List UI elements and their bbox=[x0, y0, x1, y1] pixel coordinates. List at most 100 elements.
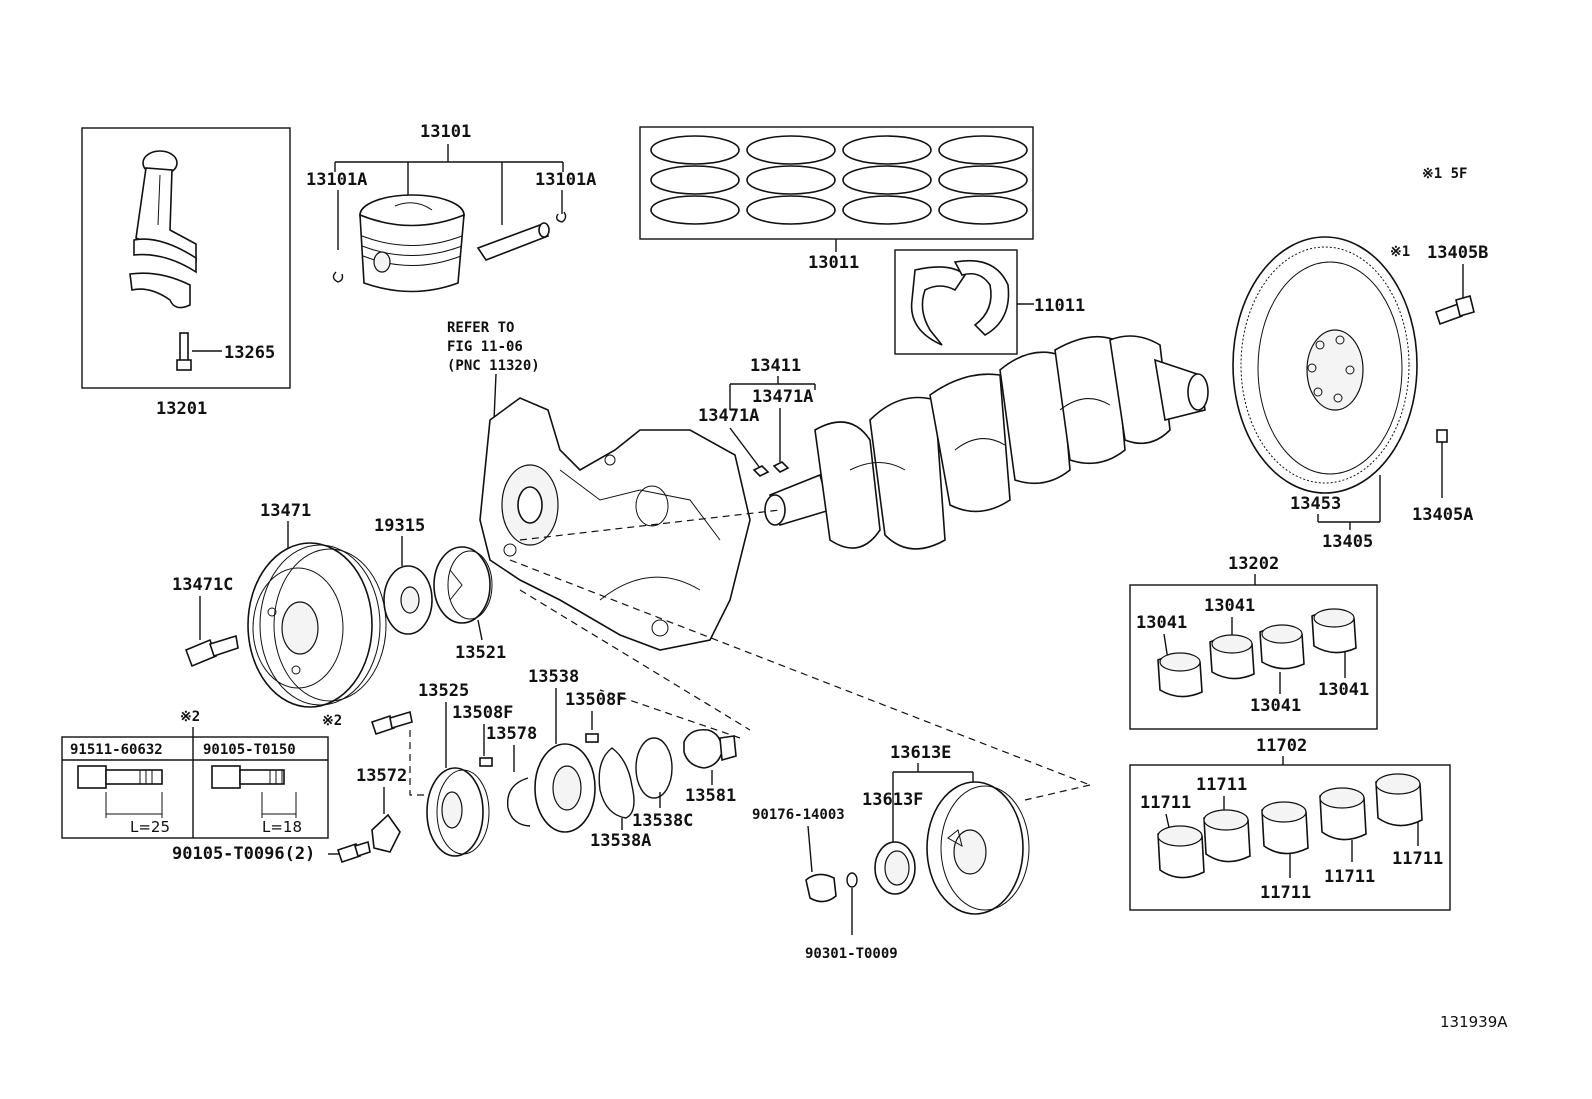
label-11702: 11702 bbox=[1256, 736, 1307, 756]
label-13508F-b: 13508F bbox=[565, 690, 626, 710]
label-90301-T0009: 90301-T0009 bbox=[805, 946, 898, 962]
label-11011: 11011 bbox=[1034, 296, 1085, 316]
label-13411: 13411 bbox=[750, 356, 801, 376]
balance-shaft-group: 13613E 13613F 90176-14003 90301-T0009 bbox=[752, 743, 1030, 962]
label-13521: 13521 bbox=[455, 643, 506, 663]
connecting-rod-icon bbox=[129, 150, 197, 309]
rod-bearing-icons bbox=[1157, 773, 1423, 879]
mark-2-side: ※2 bbox=[322, 713, 342, 729]
label-13041-d: 13041 bbox=[1318, 680, 1369, 700]
label-11711-c: 11711 bbox=[1260, 883, 1311, 903]
label-13613F: 13613F bbox=[862, 790, 923, 810]
balancer-parts-group: ※2 13525 13572 13508F 13578 13538 13508F bbox=[172, 667, 737, 864]
signal-plate-icon bbox=[383, 565, 433, 635]
crank-key-icon-2 bbox=[772, 461, 790, 473]
label-11711-a: 11711 bbox=[1140, 793, 1191, 813]
label-13405A: 13405A bbox=[1412, 505, 1473, 525]
balance-shaft-gear-icon bbox=[426, 767, 490, 857]
refer-note: REFER TO FIG 11-06 (PNC 11320) bbox=[447, 320, 540, 421]
label-13201: 13201 bbox=[156, 399, 207, 419]
bolt-90105-T0150-icon bbox=[211, 765, 297, 818]
label-13011: 13011 bbox=[808, 253, 859, 273]
pin-icon bbox=[479, 757, 493, 767]
snap-ring-icon bbox=[506, 777, 531, 827]
flywheel-pin-icon bbox=[1436, 429, 1448, 443]
label-11711-b: 11711 bbox=[1196, 775, 1247, 795]
thrust-washer-icon bbox=[910, 259, 1010, 346]
bolt-table-length-2: L=18 bbox=[262, 818, 302, 836]
label-13101A-right: 13101A bbox=[535, 170, 596, 190]
pulley-bolt-icon bbox=[184, 634, 239, 668]
oring-icon bbox=[635, 737, 673, 799]
label-13578: 13578 bbox=[486, 724, 537, 744]
label-13538A: 13538A bbox=[590, 831, 651, 851]
label-19315: 19315 bbox=[374, 516, 425, 536]
retainer-plate-icon bbox=[371, 813, 401, 853]
snap-ring-right-icon bbox=[555, 211, 567, 223]
figure-code: 131939A bbox=[1440, 1013, 1508, 1031]
bearing-sleeve-icon bbox=[874, 841, 916, 895]
main-bearing-group: 13202 13041 13041 13041 13041 bbox=[1129, 554, 1378, 730]
crankshaft-icon bbox=[764, 335, 1209, 550]
crank-sprocket-group: 19315 13521 bbox=[374, 516, 506, 663]
label-13538C: 13538C bbox=[632, 811, 693, 831]
crank-key-icon bbox=[752, 465, 770, 477]
plug-icon bbox=[805, 873, 837, 903]
oil-pump-drive-icon bbox=[683, 728, 737, 769]
label-13471C: 13471C bbox=[172, 575, 233, 595]
piston-rings-group: 13011 bbox=[639, 126, 1034, 273]
label-90105-T0096: 90105-T0096(2) bbox=[172, 844, 315, 864]
label-13041-a: 13041 bbox=[1136, 613, 1187, 633]
balance-shaft-gear-large-icon bbox=[926, 781, 1030, 915]
label-11711-e: 11711 bbox=[1392, 849, 1443, 869]
piston-icon bbox=[359, 194, 465, 293]
thrust-washer-group: 11011 bbox=[894, 249, 1085, 355]
label-13101: 13101 bbox=[420, 122, 471, 142]
main-bearing-icons bbox=[1157, 608, 1357, 698]
label-13202: 13202 bbox=[1228, 554, 1279, 574]
piston-rings-icon bbox=[650, 135, 1028, 225]
refer-note-line2: FIG 11-06 bbox=[447, 339, 523, 355]
label-13405: 13405 bbox=[1322, 532, 1373, 552]
bolt-91511-icon bbox=[77, 765, 163, 818]
bolt-table-length-1: L=25 bbox=[130, 818, 170, 836]
piston-pin-icon bbox=[476, 222, 550, 261]
label-13581: 13581 bbox=[685, 786, 736, 806]
crank-pulley-icon bbox=[247, 542, 387, 708]
crank-keys-group: 13411 13471A 13471A bbox=[698, 356, 816, 477]
flywheel-group: ※1 5F ※1 13405B 13405A 13453 13405 bbox=[1232, 166, 1488, 552]
label-13101A-left: 13101A bbox=[306, 170, 367, 190]
bolt-spec-table: ※2 91511-60632 90105-T0150 L=25 bbox=[61, 709, 329, 839]
mark-1-5F: ※1 5F bbox=[1422, 166, 1467, 182]
mark-2-top: ※2 bbox=[180, 709, 200, 725]
connecting-rod-group: 13265 13201 bbox=[81, 127, 291, 419]
bolt-table-part-2: 90105-T0150 bbox=[203, 742, 296, 758]
bolt-table-part-1: 91511-60632 bbox=[70, 742, 163, 758]
mark-1: ※1 bbox=[1390, 244, 1410, 260]
label-13508F-a: 13508F bbox=[452, 703, 513, 723]
label-13453: 13453 bbox=[1290, 494, 1341, 514]
dashed-leader-lines bbox=[509, 509, 1091, 801]
piston-group: 13101 13101A 13101A bbox=[306, 122, 596, 293]
rod-bearing-group: 11702 11711 11711 11711 11711 11711 bbox=[1129, 736, 1451, 911]
label-13613E: 13613E bbox=[890, 743, 951, 763]
label-13041-b: 13041 bbox=[1204, 596, 1255, 616]
timing-chain-cover-icon bbox=[479, 397, 751, 651]
label-13525: 13525 bbox=[418, 681, 469, 701]
flywheel-icon bbox=[1232, 236, 1418, 494]
gasket-icon bbox=[598, 747, 635, 819]
label-11711-d: 11711 bbox=[1324, 867, 1375, 887]
washer-icon bbox=[846, 872, 858, 888]
snap-ring-left-icon bbox=[332, 271, 344, 283]
label-13471A-a: 13471A bbox=[698, 406, 759, 426]
crank-timing-gear-icon bbox=[433, 546, 493, 624]
label-13538: 13538 bbox=[528, 667, 579, 687]
label-13265: 13265 bbox=[224, 343, 275, 363]
label-13471A-b: 13471A bbox=[752, 387, 813, 407]
refer-note-line3: (PNC 11320) bbox=[447, 358, 540, 374]
label-13405B: 13405B bbox=[1427, 243, 1488, 263]
refer-note-line1: REFER TO bbox=[447, 320, 514, 336]
label-13471: 13471 bbox=[260, 501, 311, 521]
pin-icon-2 bbox=[585, 733, 599, 743]
